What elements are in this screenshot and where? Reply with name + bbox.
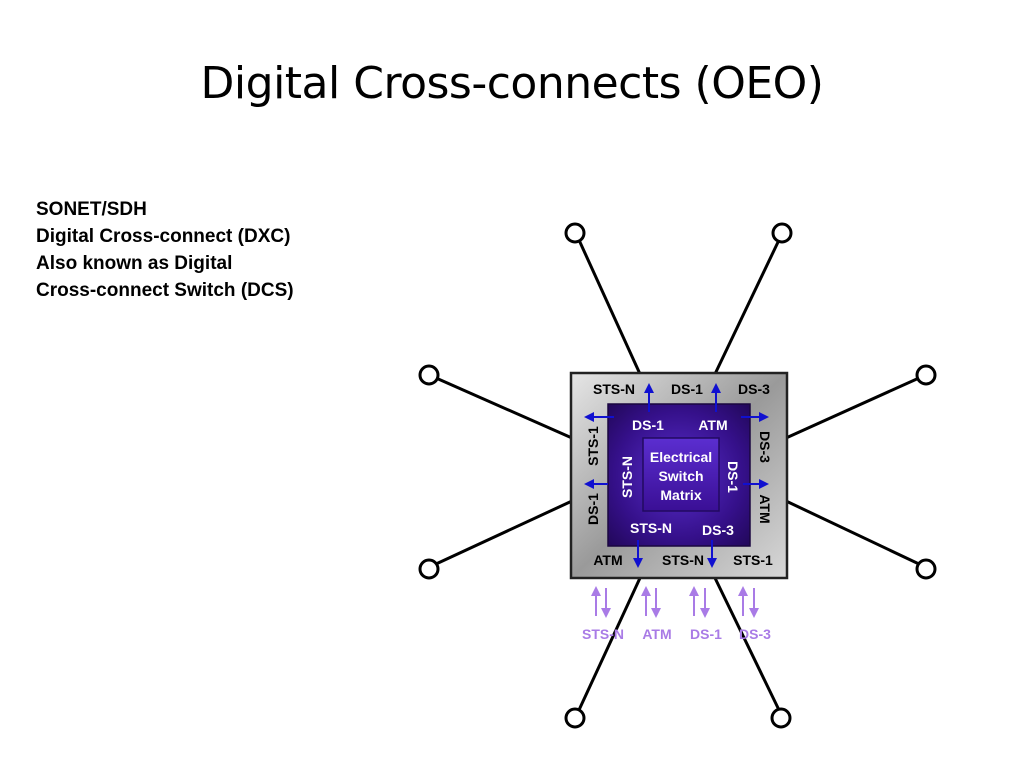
endpoint-node [915,364,937,386]
description-line-4: Cross-connect Switch (DCS) [36,280,294,301]
description-text: SONET/SDH Digital Cross-connect (DXC) Al… [36,196,294,304]
tributary-label-2: ATM [642,626,671,642]
inner-bottom-label-2: DS-3 [702,522,734,538]
outer-bottom-label-3: STS-1 [733,552,773,568]
inner-left-label: STS-N [619,456,635,498]
outer-top-label-1: STS-N [593,381,635,397]
fiber-link-top-right [713,239,781,375]
tributary-label-4: DS-3 [739,626,771,642]
fiber-link-right-lower [785,499,920,566]
endpoint-node [418,364,440,386]
fiber-link-top-left [577,239,642,375]
outer-bottom-label-1: ATM [593,552,622,568]
core-label: Electrical Switch Matrix [650,449,712,503]
page-title: Digital Cross-connects (OEO) [200,58,824,109]
inner-top-label-2: ATM [698,417,727,433]
endpoint-node [915,558,937,580]
port-arrows [584,383,769,568]
tributary-labels: STS-N ATM DS-1 DS-3 [582,626,771,642]
fiber-link-bottom-right [713,577,781,711]
description-line-3: Also known as Digital [36,253,233,274]
fiber-links [435,239,920,711]
fiber-link-left-upper [435,376,573,440]
outer-right-label-1: DS-3 [757,431,773,463]
description-line-2: Digital Cross-connect (DXC) [36,226,291,247]
outer-right-label-2: ATM [757,494,773,523]
tributary-label-3: DS-1 [690,626,722,642]
core-label-line-1: Electrical [650,449,712,465]
fiber-endpoints [418,222,937,729]
endpoint-node [770,707,792,729]
fiber-link-left-lower [435,499,573,566]
fiber-link-bottom-left [577,577,642,711]
outer-top-label-2: DS-1 [671,381,703,397]
inner-labels: DS-1 ATM STS-N DS-3 STS-N DS-1 [619,417,741,538]
outer-left-label-1: STS-1 [585,426,601,466]
endpoint-node [564,707,586,729]
outer-left-label-2: DS-1 [585,493,601,525]
core-label-line-3: Matrix [660,487,701,503]
inner-top-label-1: DS-1 [632,417,664,433]
tributary-arrows [591,586,759,618]
core-label-line-2: Switch [658,468,703,484]
tributary-label-1: STS-N [582,626,624,642]
outer-labels: STS-N DS-1 DS-3 ATM STS-N STS-1 STS-1 DS… [585,381,773,568]
description-line-1: SONET/SDH [36,199,147,220]
fiber-link-right-upper [785,376,920,440]
endpoint-node [418,558,440,580]
endpoint-node [771,222,793,244]
inner-right-label: DS-1 [725,461,741,493]
outer-top-label-3: DS-3 [738,381,770,397]
inner-bottom-label-1: STS-N [630,520,672,536]
outer-bottom-label-2: STS-N [662,552,704,568]
electrical-switch-matrix [642,437,720,512]
endpoint-node [564,222,586,244]
